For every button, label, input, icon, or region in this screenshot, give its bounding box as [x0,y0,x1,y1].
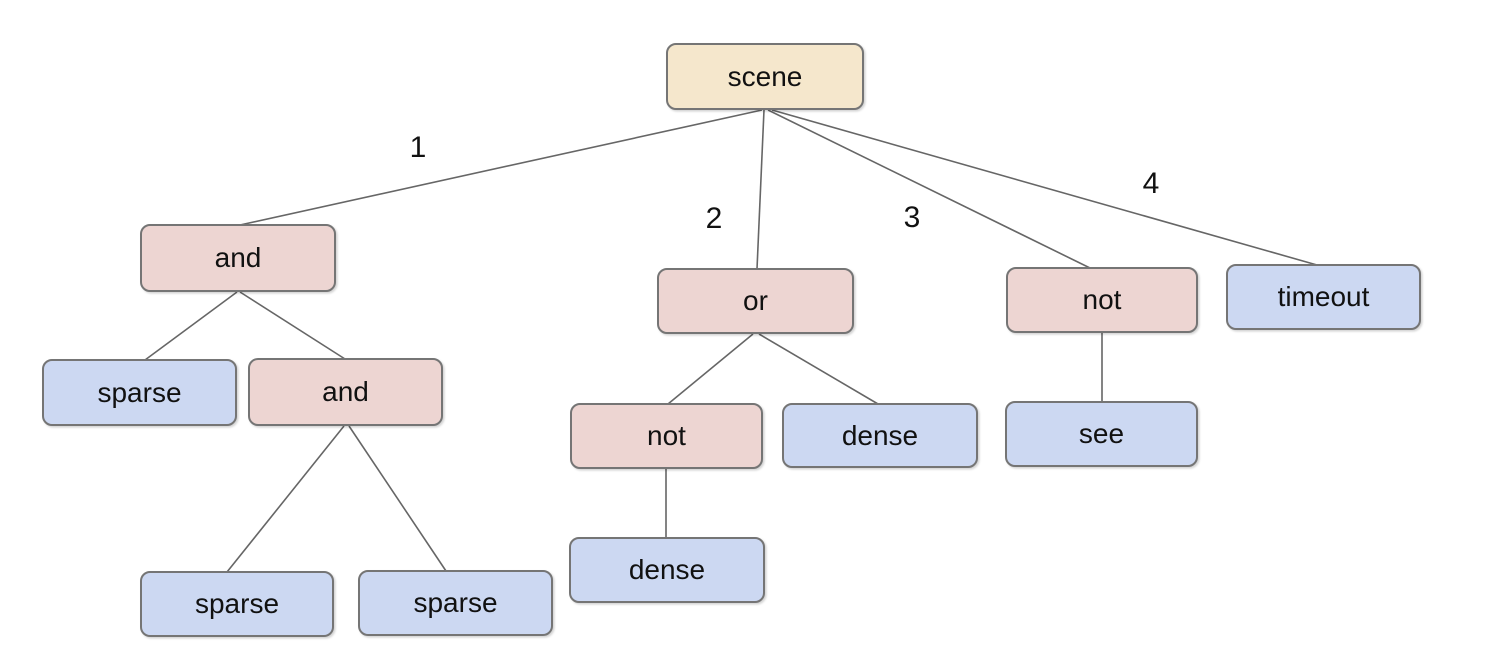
edge-line-1 [239,109,763,226]
edge-line-4 [144,291,238,361]
node-label-or-1: or [743,285,768,316]
edge-label-4: 4 [1142,167,1160,200]
node-sparse-1[interactable]: sparse [42,359,237,426]
node-label-sparse-2: sparse [194,588,280,619]
node-label-dense-2: dense [628,554,706,585]
node-label-sparse-1: sparse [97,376,182,408]
node-dense-1[interactable]: dense [782,403,978,468]
node-label-scene: scene [727,60,803,92]
edge-label-1: 1 [409,131,427,164]
node-label-timeout: timeout [1277,281,1370,312]
node-label-and-2: and [322,376,369,407]
node-timeout[interactable]: timeout [1226,264,1421,330]
node-and-1[interactable]: and [140,224,336,292]
edge-line-6 [226,425,345,573]
node-and-2[interactable]: and [248,358,443,426]
edge-label-3: 3 [903,201,921,234]
edge-line-2 [756,109,765,270]
node-label-sparse-3: sparse [413,587,498,618]
node-not-2[interactable]: not [570,403,763,469]
edge-line-9 [758,333,879,405]
node-or-1[interactable]: or [657,268,854,334]
edge-line-7 [348,425,447,572]
edge-line-4 [771,109,1318,266]
edge-label-2: 2 [705,202,723,235]
node-see[interactable]: see [1005,401,1198,467]
edge-line-8 [667,333,754,405]
node-label-dense-1: dense [841,419,919,451]
node-label-and-1: and [214,242,262,273]
node-scene[interactable]: scene [666,43,864,110]
node-label-see: see [1078,418,1125,449]
edge-line-5 [239,291,346,360]
node-not-1[interactable]: not [1006,267,1198,333]
node-label-not-1: not [1082,284,1122,315]
node-sparse-3[interactable]: sparse [358,570,553,636]
node-label-not-2: not [647,420,686,451]
node-dense-2[interactable]: dense [569,537,765,603]
edge-line-3 [767,109,1091,269]
node-sparse-2[interactable]: sparse [140,571,334,637]
